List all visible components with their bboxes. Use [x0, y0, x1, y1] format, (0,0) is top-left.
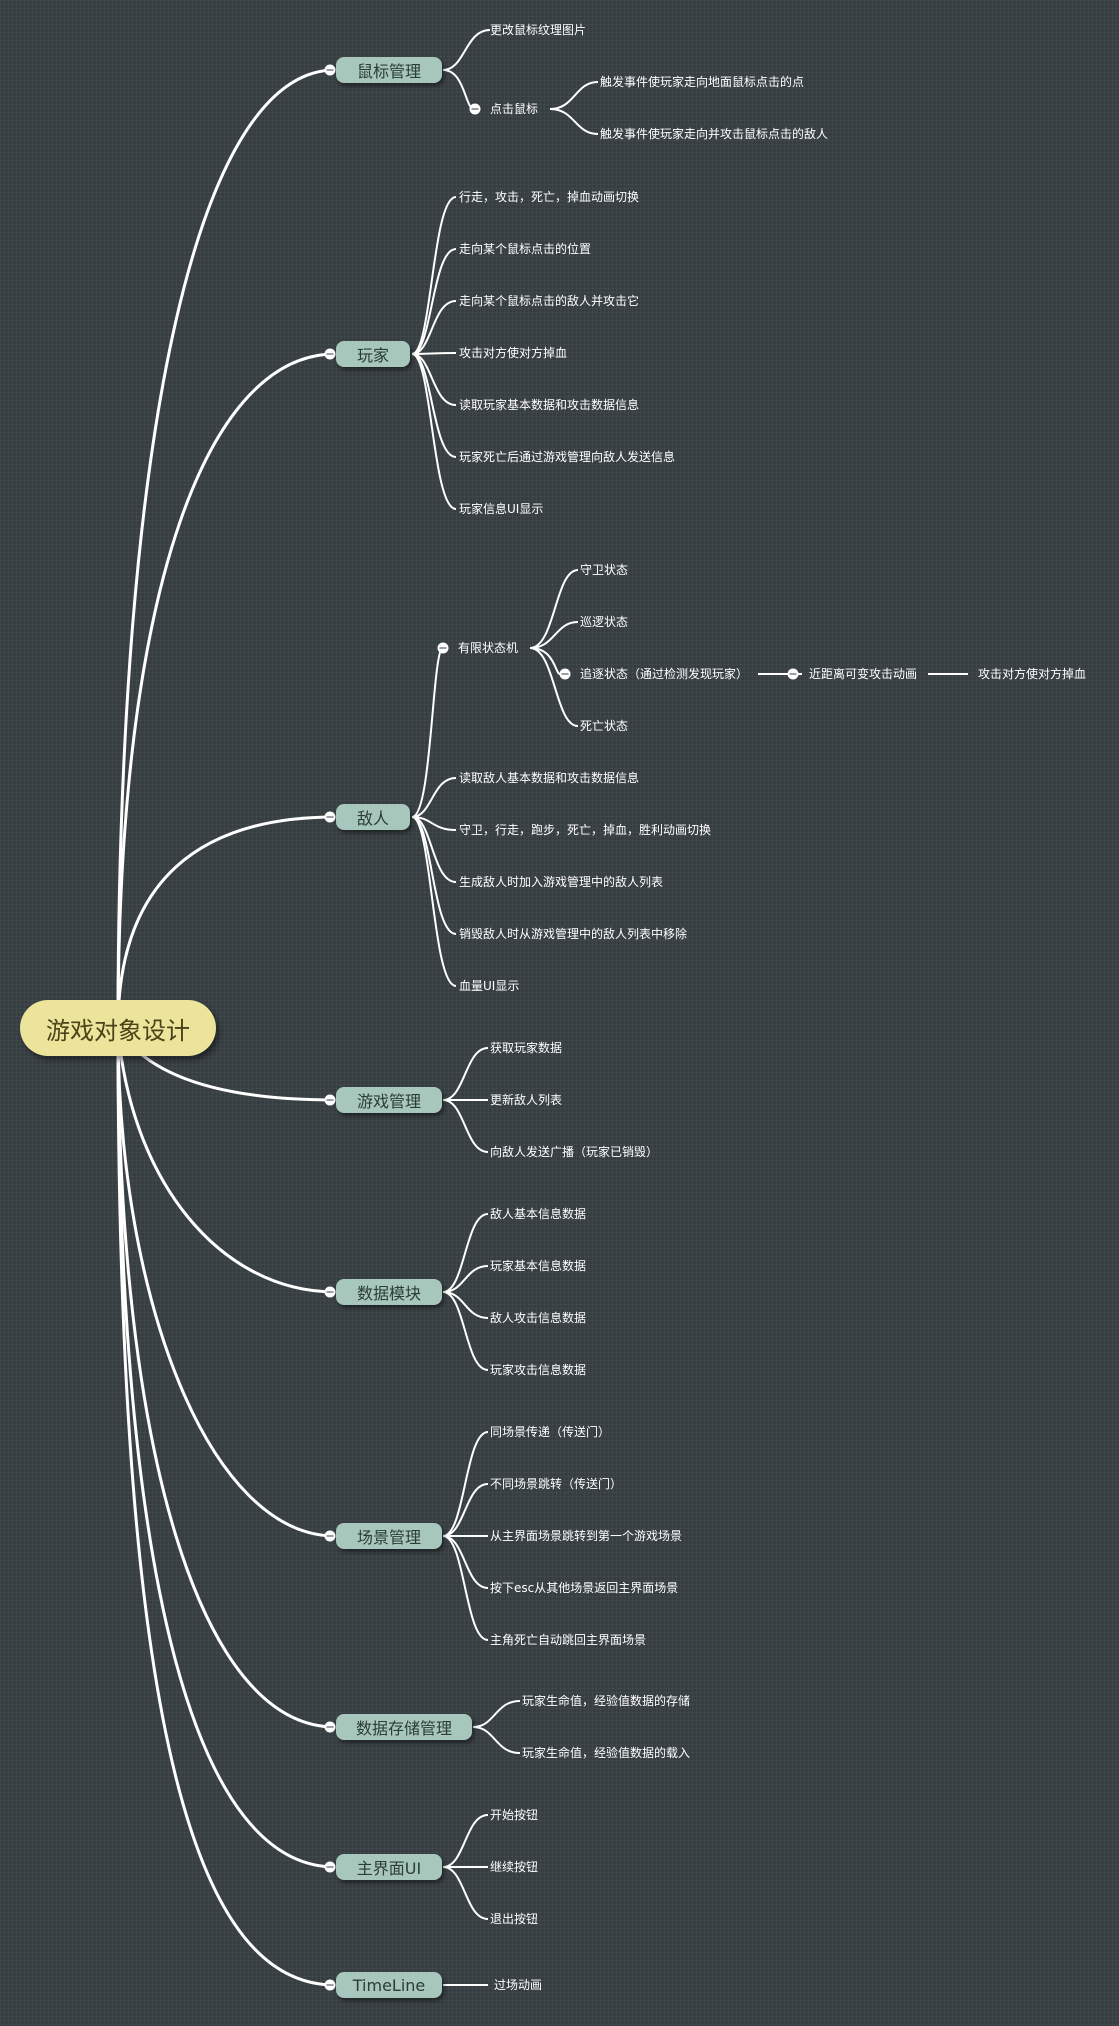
link-root-enemy: [116, 815, 336, 1029]
leaf-node[interactable]: 敌人基本信息数据: [490, 1207, 587, 1221]
root-node[interactable]: 游戏对象设计: [20, 1000, 216, 1056]
branch-storage[interactable]: 数据存储管理: [336, 1714, 472, 1740]
collapse-toggle-icon[interactable]: [559, 668, 571, 680]
leaf-node[interactable]: 向敌人发送广播（玩家已销毁）: [490, 1145, 659, 1159]
branch-scene[interactable]: 场景管理: [336, 1523, 442, 1549]
leaf-node[interactable]: 更改鼠标纹理图片: [490, 23, 587, 37]
leaf-node-fsm[interactable]: 有限状态机: [458, 641, 519, 655]
leaf-node-click[interactable]: 点击鼠标: [490, 102, 539, 116]
leaf-node[interactable]: 攻击对方使对方掉血: [459, 346, 568, 360]
branch-timeline[interactable]: TimeLine: [336, 1972, 442, 1998]
branch-game[interactable]: 游戏管理: [336, 1087, 442, 1113]
collapse-toggle-icon[interactable]: [469, 103, 481, 115]
branch-mainui[interactable]: 主界面UI: [336, 1854, 442, 1880]
leaf-node[interactable]: 销毁敌人时从游戏管理中的敌人列表中移除: [459, 927, 688, 941]
leaf-node[interactable]: 玩家生命值，经验值数据的载入: [522, 1746, 691, 1760]
leaf-node[interactable]: 走向某个鼠标点击的位置: [459, 242, 592, 256]
leaf-node[interactable]: 追逐状态（通过检测发现玩家）: [580, 667, 749, 681]
leaf-node[interactable]: 守卫，行走，跑步，死亡，掉血，胜利动画切换: [459, 823, 712, 837]
leaf-node[interactable]: 获取玩家数据: [490, 1041, 563, 1055]
leaf-node[interactable]: 敌人攻击信息数据: [490, 1311, 587, 1325]
collapse-toggle-icon[interactable]: [324, 1530, 336, 1542]
leaf-node[interactable]: 玩家生命值，经验值数据的存储: [522, 1694, 691, 1708]
leaf-node[interactable]: 血量UI显示: [459, 979, 520, 993]
link-root-datamod: [116, 1027, 336, 1294]
leaf-node[interactable]: 从主界面场景跳转到第一个游戏场景: [490, 1529, 683, 1543]
link-root-mainui: [116, 1027, 336, 1869]
leaf-node[interactable]: 退出按钮: [490, 1912, 539, 1926]
leaf-node[interactable]: 同场景传递（传送门）: [490, 1425, 611, 1439]
leaf-node[interactable]: 生成敌人时加入游戏管理中的敌人列表: [459, 875, 664, 889]
leaf-node[interactable]: 触发事件使玩家走向地面鼠标点击的点: [600, 75, 805, 89]
leaf-node[interactable]: 守卫状态: [580, 563, 629, 577]
leaf-node[interactable]: 开始按钮: [490, 1808, 539, 1822]
link-root-mouse: [116, 68, 336, 1029]
collapse-toggle-icon[interactable]: [324, 1979, 336, 1991]
branch-mouse[interactable]: 鼠标管理: [336, 57, 442, 83]
branch-enemy[interactable]: 敌人: [336, 804, 410, 830]
leaf-node[interactable]: 读取玩家基本数据和攻击数据信息: [459, 398, 640, 412]
collapse-toggle-icon[interactable]: [324, 1861, 336, 1873]
leaf-node[interactable]: 死亡状态: [580, 719, 629, 733]
link-root-storage: [116, 1027, 336, 1729]
leaf-node[interactable]: 触发事件使玩家走向并攻击鼠标点击的敌人: [600, 127, 829, 141]
collapse-toggle-icon[interactable]: [324, 1094, 336, 1106]
leaf-node[interactable]: 更新敌人列表: [490, 1093, 563, 1107]
leaf-node[interactable]: 读取敌人基本数据和攻击数据信息: [459, 771, 640, 785]
leaf-node[interactable]: 玩家信息UI显示: [459, 502, 544, 516]
leaf-node[interactable]: 玩家死亡后通过游戏管理向敌人发送信息: [459, 450, 676, 464]
collapse-toggle-icon[interactable]: [324, 1721, 336, 1733]
leaf-node[interactable]: 走向某个鼠标点击的敌人并攻击它: [459, 294, 640, 308]
collapse-toggle-icon[interactable]: [437, 642, 449, 654]
collapse-toggle-icon[interactable]: [324, 1286, 336, 1298]
leaf-node[interactable]: 继续按钮: [490, 1860, 539, 1874]
leaf-node[interactable]: 按下esc从其他场景返回主界面场景: [490, 1581, 679, 1595]
branch-datamod[interactable]: 数据模块: [336, 1279, 442, 1305]
leaf-node[interactable]: 不同场景跳转（传送门）: [490, 1477, 623, 1491]
leaf-node[interactable]: 玩家攻击信息数据: [490, 1363, 587, 1377]
collapse-toggle-icon[interactable]: [324, 811, 336, 823]
link-root-timeline: [116, 1027, 336, 1987]
link-root-player: [116, 352, 336, 1029]
leaf-node[interactable]: 主角死亡自动跳回主界面场景: [490, 1633, 647, 1647]
leaf-node[interactable]: 行走，攻击，死亡，掉血动画切换: [459, 190, 640, 204]
collapse-toggle-icon[interactable]: [324, 64, 336, 76]
leaf-node[interactable]: 玩家基本信息数据: [490, 1259, 587, 1273]
leaf-node[interactable]: 近距离可变攻击动画: [809, 667, 918, 681]
collapse-toggle-icon[interactable]: [324, 348, 336, 360]
collapse-toggle-icon[interactable]: [787, 668, 799, 680]
leaf-node[interactable]: 过场动画: [494, 1978, 543, 1992]
leaf-node[interactable]: 巡逻状态: [580, 615, 629, 629]
link-root-scene: [116, 1027, 336, 1538]
leaf-node[interactable]: 攻击对方使对方掉血: [978, 667, 1087, 681]
branch-player[interactable]: 玩家: [336, 341, 410, 367]
